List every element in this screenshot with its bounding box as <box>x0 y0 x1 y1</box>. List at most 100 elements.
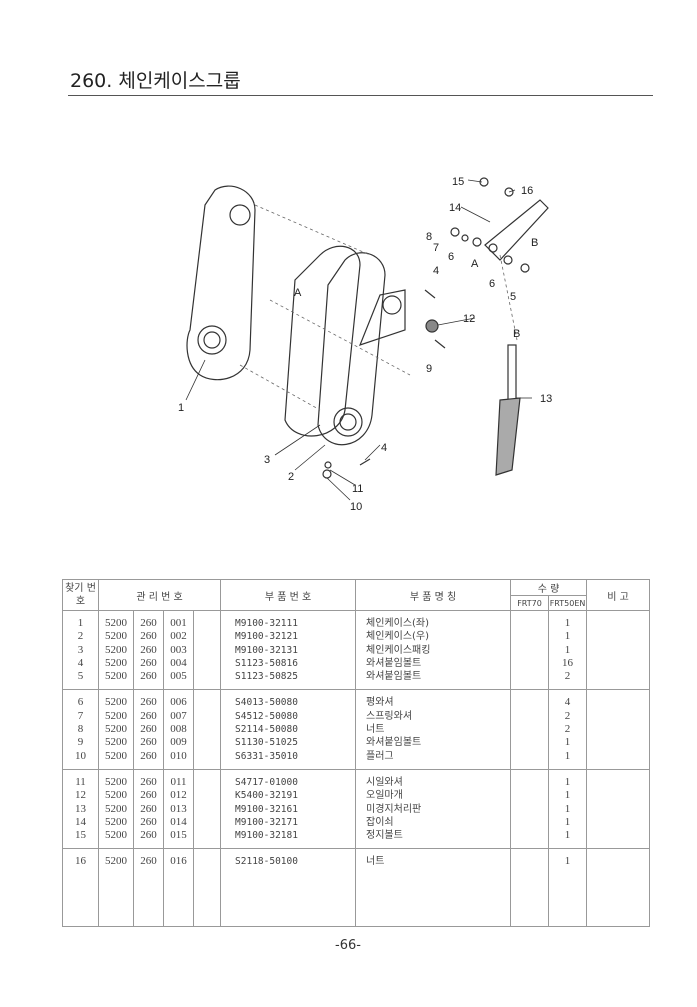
cell-remarks <box>586 769 651 850</box>
control-no-3: 001 <box>170 617 187 629</box>
callout-10: 10 <box>350 501 362 513</box>
part-name: 잡이쇠 <box>366 816 394 828</box>
part-number: M9100-32161 <box>235 803 298 815</box>
control-no-3: 005 <box>170 670 187 683</box>
qty-frt50en: 1 <box>564 829 571 842</box>
part-name: 체인케이스(우) <box>366 631 430 643</box>
part-number: K5400-32191 <box>235 790 298 802</box>
control-no-1: 5200 <box>105 630 127 643</box>
callout-13: 13 <box>540 393 552 405</box>
part-name: 시일와셔 <box>366 776 403 788</box>
control-no-1: 5200 <box>105 670 127 683</box>
qty-frt50en: 2 <box>564 723 571 736</box>
cell-blank <box>192 689 222 770</box>
part-name: 오일마개 <box>366 790 403 802</box>
find-no: 3 <box>77 643 84 656</box>
qty-frt70 <box>511 710 548 723</box>
cell-control-no-2: 260 <box>133 848 164 928</box>
qty-frt50en: 1 <box>564 855 571 868</box>
control-no-1: 5200 <box>105 656 127 669</box>
part-name: 플러그 <box>366 750 394 762</box>
parts-table: 찾기 번호 관 리 번 호 부 품 번 호 부 품 명 칭 수 량 비 고 FR… <box>62 579 651 928</box>
qty-frt50en: 1 <box>564 802 571 815</box>
control-no-3: 002 <box>170 630 187 643</box>
part-number: M9100-32111 <box>235 618 298 629</box>
control-no-3: 011 <box>170 775 187 788</box>
control-no-2: 260 <box>140 617 157 629</box>
qty-frt50en: 4 <box>564 696 571 709</box>
header-qty-frt50en: FRT50EN <box>548 595 588 611</box>
callout-14: 14 <box>449 202 461 214</box>
qty-frt70 <box>511 750 548 763</box>
control-no-2: 260 <box>140 815 157 828</box>
part-name: 와셔붙임볼트 <box>366 737 422 749</box>
callout-8: 8 <box>426 231 432 243</box>
page-title: 260. 체인케이스그룹 <box>70 70 241 92</box>
control-no-2: 260 <box>140 775 157 788</box>
callout-1: 1 <box>178 402 184 414</box>
cell-remarks <box>586 848 651 928</box>
qty-frt50en: 1 <box>564 789 571 802</box>
part-number: S1130-51025 <box>235 737 298 749</box>
callout-B: B <box>531 237 538 249</box>
find-no: 2 <box>77 630 84 643</box>
control-no-2: 260 <box>140 643 157 656</box>
find-no: 1 <box>77 617 84 629</box>
qty-frt50en: 1 <box>564 643 571 656</box>
cell-remarks <box>586 610 651 691</box>
cell-qty-frt70 <box>510 610 550 691</box>
find-no: 11 <box>75 775 86 788</box>
chain-case-packing <box>284 245 361 437</box>
control-no-3: 004 <box>170 656 187 669</box>
cell-qty-frt70 <box>510 689 550 770</box>
find-no: 10 <box>75 749 86 762</box>
callout-4: 4 <box>433 265 439 277</box>
qty-frt70 <box>511 855 548 868</box>
control-no-3: 013 <box>170 802 187 815</box>
find-no: 9 <box>77 736 84 749</box>
control-no-1: 5200 <box>105 749 127 762</box>
part-number: M9100-32121 <box>235 631 298 643</box>
qty-frt70 <box>511 644 548 657</box>
qty-frt70 <box>511 723 548 736</box>
qty-frt70 <box>511 789 548 802</box>
control-no-3: 003 <box>170 643 187 656</box>
control-no-1: 5200 <box>105 802 127 815</box>
control-no-3: 016 <box>170 855 187 868</box>
control-no-1: 5200 <box>105 643 127 656</box>
callout-2: 2 <box>288 471 294 483</box>
control-no-3: 015 <box>170 829 187 842</box>
control-no-3: 012 <box>170 789 187 802</box>
part-name: 체인케이스패킹 <box>366 644 431 656</box>
part-number: M9100-32181 <box>235 830 298 842</box>
control-no-1: 5200 <box>105 829 127 842</box>
part-name: 정지볼트 <box>366 830 403 842</box>
callout-A2: A <box>471 258 479 270</box>
control-no-2: 260 <box>140 829 157 842</box>
callout-16: 16 <box>521 185 533 197</box>
qty-frt70 <box>511 816 548 829</box>
find-no: 15 <box>75 829 86 842</box>
cell-qty-frt50en: 1 <box>548 848 588 928</box>
control-no-3: 010 <box>170 749 187 762</box>
control-no-1: 5200 <box>105 723 127 736</box>
control-no-2: 260 <box>140 656 157 669</box>
callout-12: 12 <box>463 313 475 325</box>
control-no-1: 5200 <box>105 736 127 749</box>
qty-frt50en: 16 <box>562 656 574 669</box>
control-no-3: 008 <box>170 723 187 736</box>
qty-frt70 <box>511 657 548 670</box>
control-no-2: 260 <box>140 802 157 815</box>
